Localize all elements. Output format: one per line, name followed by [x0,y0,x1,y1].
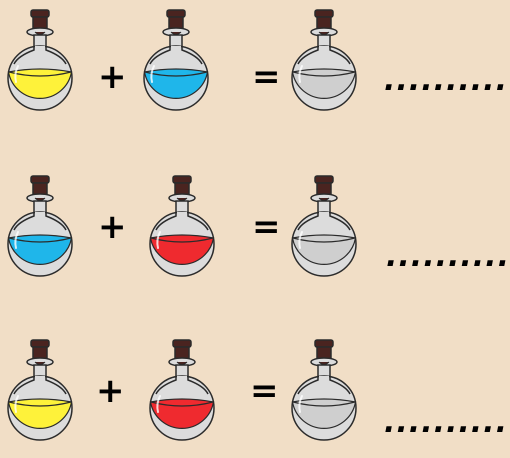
equation-row-3: + = .......... [0,338,510,458]
plus-sign: + [98,57,127,97]
flask-yellow [4,8,76,112]
equation-row-2: + = .......... [0,174,510,294]
flask-icon [7,9,73,111]
equals-sign: = [252,207,281,247]
flask-icon [291,339,357,441]
equals-sign: = [250,371,279,411]
flask-icon [143,9,209,111]
flask-result-empty [288,8,360,112]
flask-result-empty [288,174,360,278]
flask-blue [140,8,212,112]
answer-blank[interactable]: .......... [386,242,510,272]
flask-icon [7,339,73,441]
equals-sign: = [252,57,281,97]
plus-sign: + [96,371,125,411]
flask-icon [149,175,215,277]
flask-red [146,338,218,442]
flask-blue [4,174,76,278]
flask-icon [291,175,357,277]
equation-row-1: + = .......... [0,8,510,128]
flask-red [146,174,218,278]
flask-result-empty [288,338,360,442]
answer-blank[interactable]: .......... [384,408,508,438]
answer-blank[interactable]: .......... [384,66,508,96]
flask-yellow [4,338,76,442]
flask-icon [291,9,357,111]
flask-icon [7,175,73,277]
flask-icon [149,339,215,441]
plus-sign: + [98,207,127,247]
